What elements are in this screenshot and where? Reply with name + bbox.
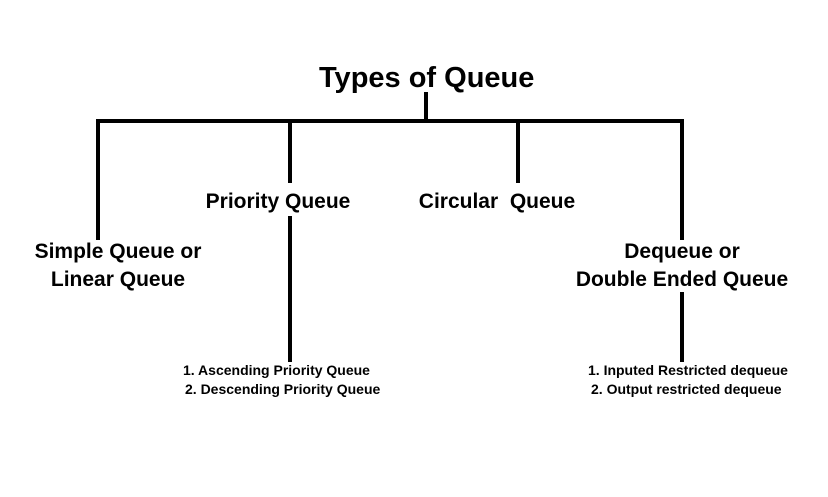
priority-subtype-item: 1. Ascending Priority Queue xyxy=(183,362,370,378)
dequeue-subtypes-list: 1. Inputed Restricted dequeue 2. Output … xyxy=(588,361,788,399)
priority-queue-node: Priority Queue xyxy=(205,190,351,213)
simple-queue-node: Simple Queue or Linear Queue xyxy=(18,238,218,294)
dequeue-label-line2: Double Ended Queue xyxy=(575,268,789,291)
simple-queue-connector xyxy=(96,119,100,240)
circular-queue-connector xyxy=(516,119,520,183)
dequeue-subtype-item: 1. Inputed Restricted dequeue xyxy=(588,362,788,378)
simple-queue-label-line1: Simple Queue or xyxy=(34,240,202,263)
priority-subtype-item: 2. Descending Priority Queue xyxy=(185,381,381,397)
dequeue-subtype-item: 2. Output restricted dequeue xyxy=(591,381,782,397)
priority-subtypes-list: 1. Ascending Priority Queue 2. Descendin… xyxy=(183,361,380,399)
dequeue-label-line1: Dequeue or xyxy=(624,240,740,263)
simple-queue-label-line2: Linear Queue xyxy=(50,268,186,291)
dequeue-connector xyxy=(680,119,684,240)
diagram-title: Types of Queue xyxy=(319,62,535,94)
dequeue-node: Dequeue or Double Ended Queue xyxy=(562,238,802,294)
dequeue-subtypes-connector xyxy=(680,292,684,362)
priority-subtypes-connector xyxy=(288,216,292,362)
priority-queue-connector xyxy=(288,119,292,183)
title-stem-connector xyxy=(424,92,428,121)
circular-queue-node: Circular Queue xyxy=(418,190,576,213)
horizontal-branch-connector xyxy=(96,119,684,123)
